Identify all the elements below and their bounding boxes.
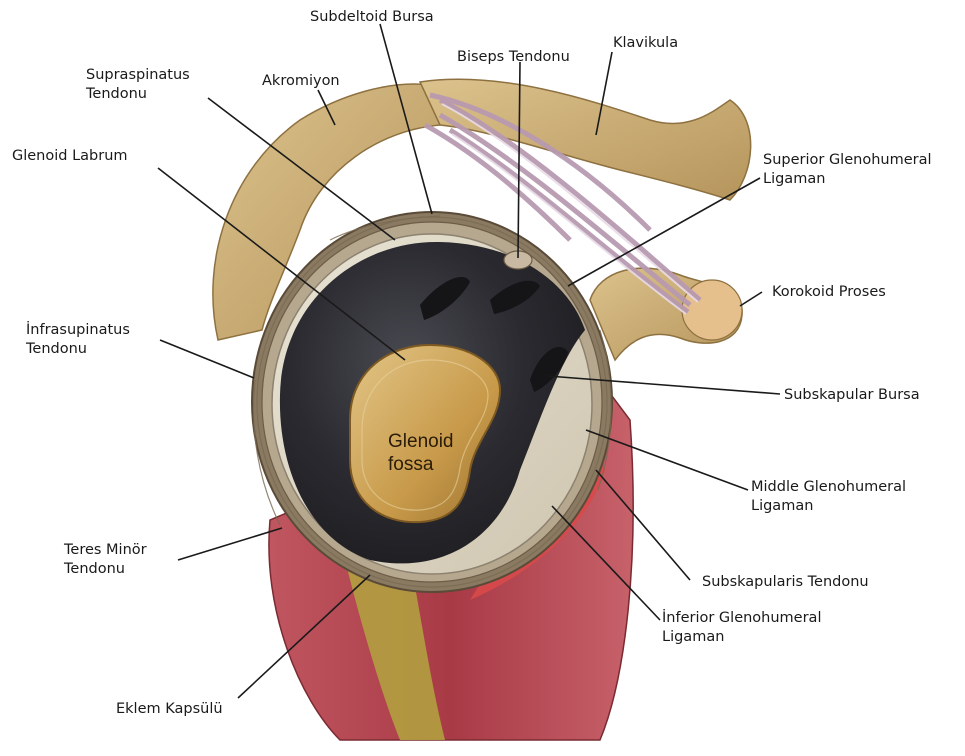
label-korokoid-proses: Korokoid Proses: [772, 283, 886, 302]
label-supraspinatus-tendonu: Supraspinatus Tendonu: [86, 66, 190, 104]
label-infraspinatus-tendonu: İnfrasupinatus Tendonu: [26, 321, 130, 359]
label-glenoid-fossa: Glenoid fossa: [388, 430, 454, 476]
label-teres-minor-tendonu: Teres Minör Tendonu: [64, 541, 147, 579]
label-subdeltoid-bursa: Subdeltoid Bursa: [310, 8, 434, 27]
label-glenoid-labrum: Glenoid Labrum: [12, 147, 128, 166]
label-klavikula: Klavikula: [613, 34, 678, 53]
label-akromiyon: Akromiyon: [262, 72, 340, 91]
label-middle-glenohumeral-ligaman: Middle Glenohumeral Ligaman: [751, 478, 906, 516]
label-subskapular-bursa: Subskapular Bursa: [784, 386, 920, 405]
label-subskapularis-tendonu: Subskapularis Tendonu: [702, 573, 869, 592]
clavicle-bone: [420, 79, 751, 200]
label-superior-glenohumeral-ligaman: Superior Glenohumeral Ligaman: [763, 151, 932, 189]
label-inferior-glenohumeral-ligaman: İnferior Glenohumeral Ligaman: [662, 609, 821, 647]
label-eklem-kapsulu: Eklem Kapsülü: [116, 700, 223, 719]
label-biseps-tendonu: Biseps Tendonu: [457, 48, 570, 67]
